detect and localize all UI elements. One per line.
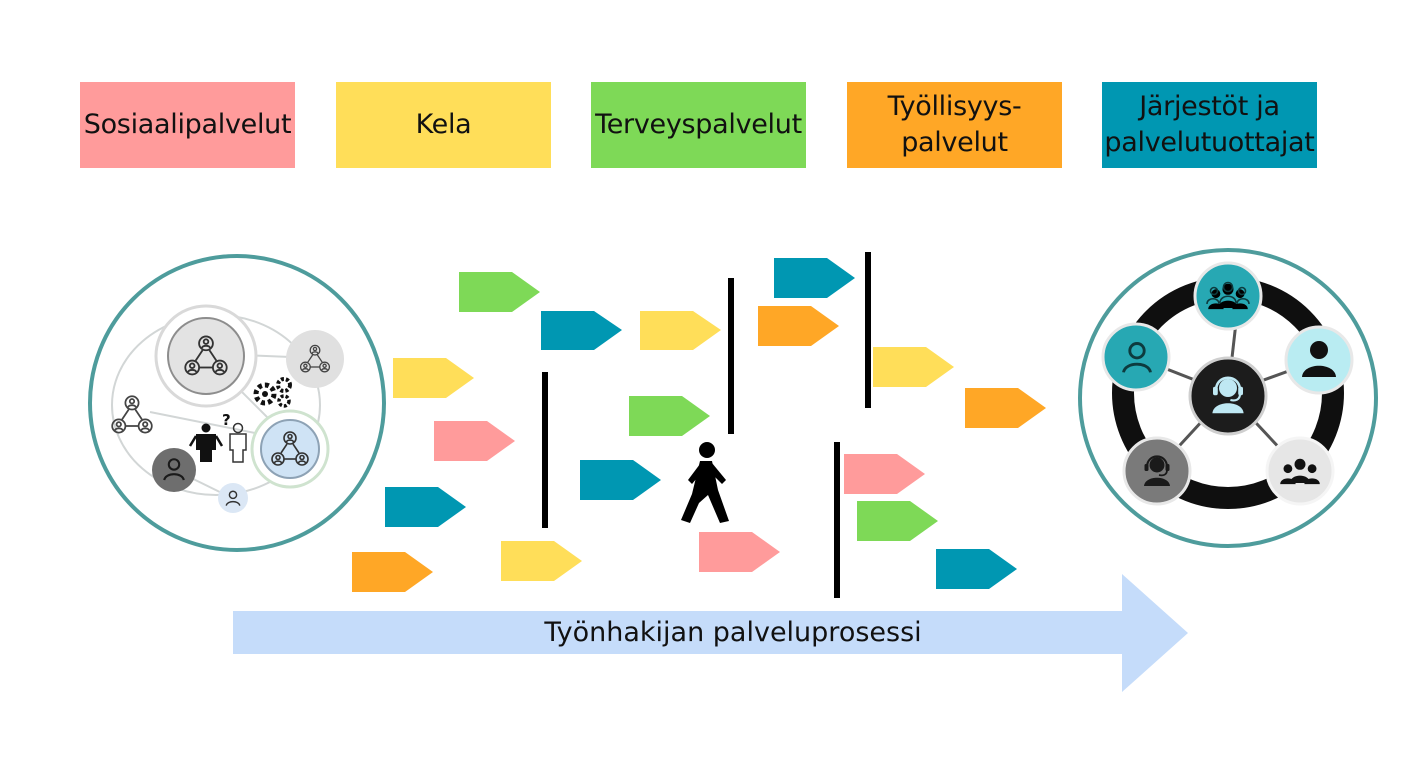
- tag-tyollisyys: [758, 306, 839, 346]
- tag-jarjestot: [774, 258, 855, 298]
- legend-label: Terveyspalvelut: [595, 109, 802, 140]
- legend-kela: Kela: [336, 82, 551, 168]
- tag-jarjestot: [541, 311, 622, 350]
- tag-tyollisyys: [965, 388, 1046, 428]
- tag-kela: [501, 541, 582, 581]
- legend-label: Sosiaalipalvelut: [83, 109, 292, 140]
- tag-jarjestot: [385, 487, 466, 527]
- left-cluster: ?: [88, 254, 386, 552]
- legend-sosiaalipalvelut: Sosiaalipalvelut: [80, 82, 295, 168]
- walking-person-icon: [681, 442, 729, 523]
- process-arrow: [233, 574, 1188, 692]
- legend-tyollisyyspalvelut: Työllisyys- palvelut: [847, 82, 1062, 168]
- service-tags: [352, 258, 1046, 592]
- legend-label: Työllisyys- palvelut: [887, 91, 1022, 158]
- right-service-hub: [1078, 248, 1378, 548]
- barriers: [542, 252, 871, 598]
- question-mark-icon: ?: [222, 411, 231, 429]
- tag-jarjestot: [580, 460, 661, 500]
- process-label: Työnhakijan palveluprosessi: [543, 617, 921, 648]
- tag-sosiaali: [699, 532, 780, 572]
- legend-label: Kela: [415, 109, 472, 140]
- tag-kela: [873, 347, 954, 387]
- legend-terveyspalvelut: Terveyspalvelut: [591, 82, 806, 168]
- tag-kela: [393, 358, 474, 398]
- tag-jarjestot: [936, 549, 1017, 589]
- tag-tyollisyys: [352, 552, 433, 592]
- legend-jarjestot: Järjestöt ja palvelutuottajat: [1102, 82, 1317, 168]
- tag-kela: [640, 311, 721, 350]
- tag-terveys: [857, 501, 938, 541]
- legend-label: Järjestöt ja palvelutuottajat: [1104, 91, 1315, 158]
- tag-terveys: [459, 272, 540, 312]
- tag-terveys: [629, 396, 710, 436]
- tag-sosiaali: [434, 421, 515, 461]
- tag-sosiaali: [844, 454, 925, 494]
